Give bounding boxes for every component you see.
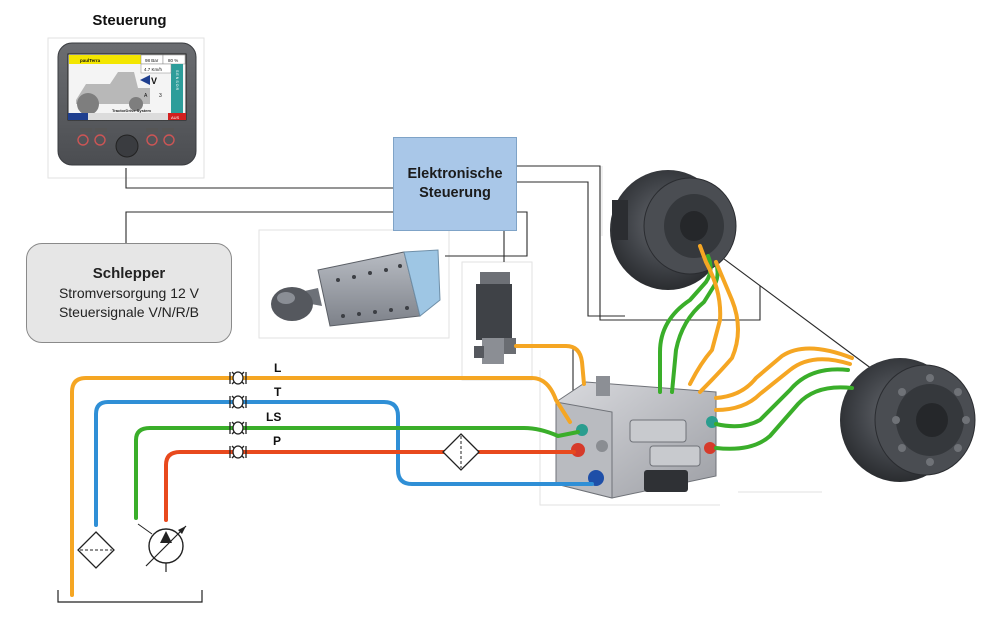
joystick-frame xyxy=(258,229,450,339)
signal-wires xyxy=(125,165,873,404)
l-line xyxy=(70,376,572,597)
display-button-off: AUS xyxy=(171,115,180,120)
p-line xyxy=(164,450,576,522)
steuerung-title: Steuerung xyxy=(92,12,167,29)
display-speed: 4.7 Km/h xyxy=(144,67,163,72)
display-footer-brand: TractorDrive System xyxy=(112,108,151,113)
tractor-signals: Steuersignale V/N/R/B xyxy=(58,304,200,320)
display-mode: A xyxy=(144,93,148,99)
label-p: P xyxy=(273,434,282,448)
coupling-p xyxy=(229,445,247,459)
display-gear: V xyxy=(151,76,157,86)
joystick xyxy=(271,249,441,327)
pressure-sensor xyxy=(474,272,516,364)
controller-line-2: Steuerung xyxy=(419,185,491,201)
label-t: T xyxy=(274,385,282,399)
display-brand: paulTerra xyxy=(80,58,101,63)
filter-symbol-return xyxy=(77,531,115,569)
display-pressure: 98 Bar xyxy=(145,58,159,63)
control-display xyxy=(57,42,197,166)
pump-symbol xyxy=(137,523,187,572)
label-ls: LS xyxy=(266,410,282,424)
tractor-power: Stromversorgung 12 V xyxy=(58,285,200,301)
filter-symbol-pressure xyxy=(442,433,480,471)
display-mode-value: 3 xyxy=(159,93,162,99)
coupling-symbols xyxy=(229,371,247,459)
coupling-ls xyxy=(229,421,247,435)
tractor-title: Schlepper xyxy=(92,265,166,282)
tank-symbol xyxy=(57,590,203,603)
controller-line-1: Elektronische xyxy=(407,166,503,182)
tractor-box: Schlepper Stromversorgung 12 V Steuersig… xyxy=(26,243,232,343)
display-vertical-label: S E N S O R xyxy=(175,70,179,91)
display-percent: 80 % xyxy=(168,58,178,63)
ls-line xyxy=(134,426,580,520)
hydraulic-motor-bottom xyxy=(840,358,976,482)
coupling-t xyxy=(229,395,247,409)
electronic-controller: Elektronische Steuerung xyxy=(393,137,517,231)
label-l: L xyxy=(274,361,282,375)
hydraulic-motor-top xyxy=(610,170,737,290)
hydraulic-hoses xyxy=(70,244,854,597)
block-frame xyxy=(539,370,720,506)
valve-block xyxy=(555,376,718,499)
coupling-l xyxy=(229,371,247,385)
t-line xyxy=(94,400,594,527)
